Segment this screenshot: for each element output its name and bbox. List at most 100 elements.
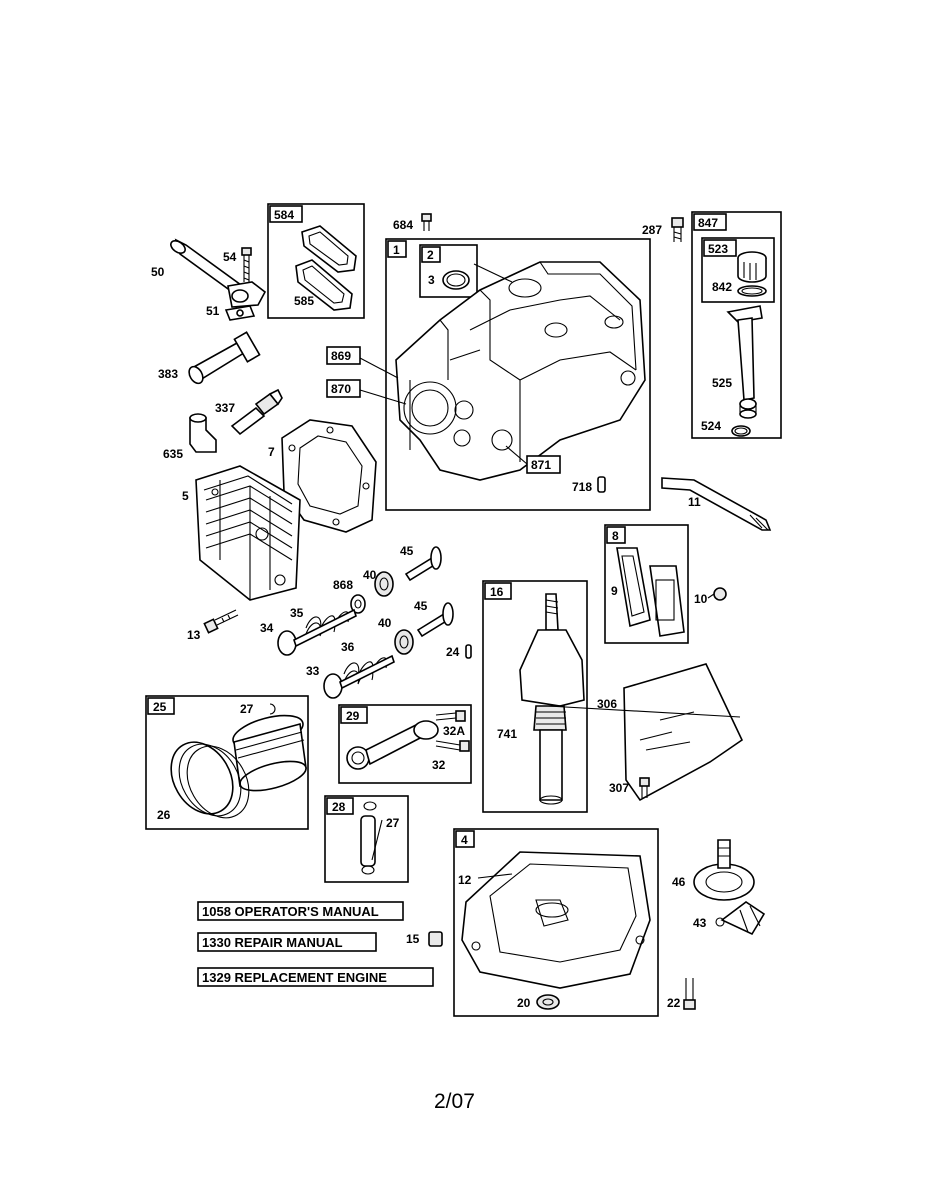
callout-11: 11 [688, 495, 701, 509]
callout-25: 25 [153, 700, 167, 714]
callout-32: 32 [432, 758, 446, 772]
callout-33: 33 [306, 664, 320, 678]
ref-repair-manual: 1330 REPAIR MANUAL [202, 935, 343, 950]
part-523-dipstick-cap [737, 251, 767, 283]
part-337-spark-plug [230, 388, 283, 436]
part-11-rod [661, 477, 772, 531]
part-10-screw [707, 587, 727, 601]
part-51-bracket [224, 281, 267, 321]
callout-27-piston: 27 [240, 702, 254, 716]
part-307-screw [639, 777, 650, 798]
part-45-valve-lower [416, 602, 454, 638]
callout-2: 2 [427, 248, 434, 262]
part-46-gear [693, 839, 755, 901]
part-29-connecting-rod [346, 720, 439, 770]
part-16-crankshaft [519, 593, 585, 805]
callout-28: 28 [332, 800, 346, 814]
part-718-dowel [597, 476, 606, 493]
reference-list: 1058 OPERATOR'S MANUAL 1330 REPAIR MANUA… [197, 901, 434, 987]
ref-box-repair-manual [197, 932, 377, 952]
part-27-retainer-ring-upper [269, 703, 276, 715]
kit-box-29-connecting-rod [338, 704, 472, 784]
callout-8: 8 [612, 529, 619, 543]
callout-40-upper: 40 [363, 568, 377, 582]
callout-870: 870 [331, 382, 351, 396]
part-287-bolt [671, 217, 684, 242]
callout-43: 43 [693, 916, 707, 930]
callout-287: 287 [642, 223, 662, 237]
callout-45-lower: 45 [414, 599, 428, 613]
callout-869: 869 [331, 349, 351, 363]
page-number: 2/07 [434, 1090, 475, 1113]
part-25-piston [232, 714, 307, 792]
part-32-bolt [435, 740, 470, 752]
callout-585: 585 [294, 294, 314, 308]
part-8-breather-cover [649, 565, 685, 637]
leader-lines [359, 263, 741, 879]
ref-operators-manual: 1058 OPERATOR'S MANUAL [202, 904, 379, 919]
kit-box-25-piston [145, 695, 309, 830]
callout-4: 4 [461, 833, 468, 847]
boxed-callouts: 869 870 871 [326, 346, 561, 474]
part-1-engine-block [395, 261, 646, 481]
callout-337: 337 [215, 401, 235, 415]
callout-27-pin: 27 [386, 816, 400, 830]
part-54-screw [241, 247, 252, 282]
part-13-bolt [203, 609, 239, 634]
part-34-valve [277, 608, 357, 656]
callout-40-lower: 40 [378, 616, 392, 630]
callout-51: 51 [206, 304, 220, 318]
callout-32a: 32A [443, 724, 465, 738]
callout-45-upper: 45 [400, 544, 414, 558]
part-383-breather-tube [188, 331, 261, 385]
callout-383: 383 [158, 367, 178, 381]
kit-box-28-wrist-pin [324, 795, 409, 883]
callout-5: 5 [182, 489, 189, 503]
part-5-cylinder-head [195, 465, 301, 601]
callout-16: 16 [490, 585, 504, 599]
part-24-pin [465, 644, 472, 659]
callout-7: 7 [268, 445, 275, 459]
part-27-retainer-rings [361, 801, 377, 875]
callout-50: 50 [151, 265, 165, 279]
callout-12: 12 [458, 873, 472, 887]
callout-684: 684 [393, 218, 413, 232]
part-635-elbow [189, 413, 217, 453]
kit-box-2 [419, 244, 478, 298]
part-684-bolt [421, 213, 432, 231]
callout-13: 13 [187, 628, 201, 642]
part-525-dipstick-tube [726, 305, 763, 419]
part-868-seal [350, 594, 366, 614]
part-842-o-ring [737, 285, 767, 297]
callout-525: 525 [712, 376, 732, 390]
callout-10: 10 [694, 592, 708, 606]
part-32a-bolt [435, 710, 466, 722]
callout-24: 24 [446, 645, 460, 659]
ref-box-replacement-engine [197, 967, 434, 987]
part-584-gasket-set [295, 225, 357, 311]
callout-26: 26 [157, 808, 171, 822]
callout-34: 34 [260, 621, 274, 635]
callout-584: 584 [274, 208, 294, 222]
kit-box-16-crankshaft [482, 580, 588, 813]
callout-524: 524 [701, 419, 721, 433]
ref-replacement-engine: 1329 REPLACEMENT ENGINE [202, 970, 387, 985]
callout-523: 523 [708, 242, 728, 256]
kit-box-1-engine-block [385, 238, 651, 511]
kit-box-847-dipstick [691, 211, 782, 439]
callout-labels: 50 54 51 585 684 287 842 525 524 3 718 3… [151, 218, 732, 1010]
part-3-seal [442, 270, 470, 290]
callout-868: 868 [333, 578, 353, 592]
part-43-governor [715, 901, 766, 936]
callout-29: 29 [346, 709, 360, 723]
callout-9: 9 [611, 584, 618, 598]
part-26-piston-rings [170, 741, 250, 819]
part-20-seal [536, 994, 560, 1010]
part-15-plug [428, 931, 443, 947]
part-4-sump [461, 851, 651, 989]
callout-3: 3 [428, 273, 435, 287]
part-306-shield [623, 663, 744, 802]
kit-box-4-sump [453, 828, 659, 1017]
part-33-valve [323, 654, 395, 699]
callout-847: 847 [698, 216, 718, 230]
